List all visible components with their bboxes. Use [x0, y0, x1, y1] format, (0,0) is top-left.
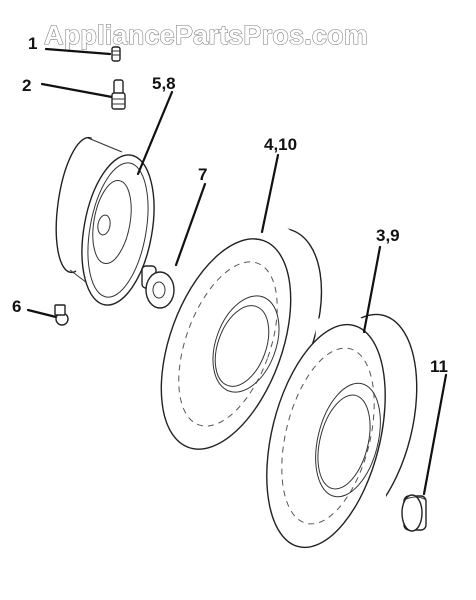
part-5-8-rim: [55, 90, 174, 306]
part-7-bushing: [141, 182, 207, 309]
callout-11: 11: [430, 357, 448, 376]
part-3-9-tire: [266, 245, 418, 549]
callout-7: 7: [198, 165, 207, 184]
part-11-cap: [401, 373, 448, 532]
callout-3-9: 3,9: [376, 226, 400, 245]
callout-5-8: 5,8: [152, 74, 176, 93]
callout-1: 1: [28, 34, 37, 53]
part-2-valve-stem: [40, 79, 126, 110]
callout-6: 6: [12, 297, 21, 316]
callout-2: 2: [22, 76, 31, 95]
callout-4-10: 4,10: [264, 135, 297, 154]
part-6-bolt: [26, 304, 69, 326]
watermark: AppliancePartsPros.com: [44, 20, 368, 50]
part-1-screw: [44, 46, 121, 62]
